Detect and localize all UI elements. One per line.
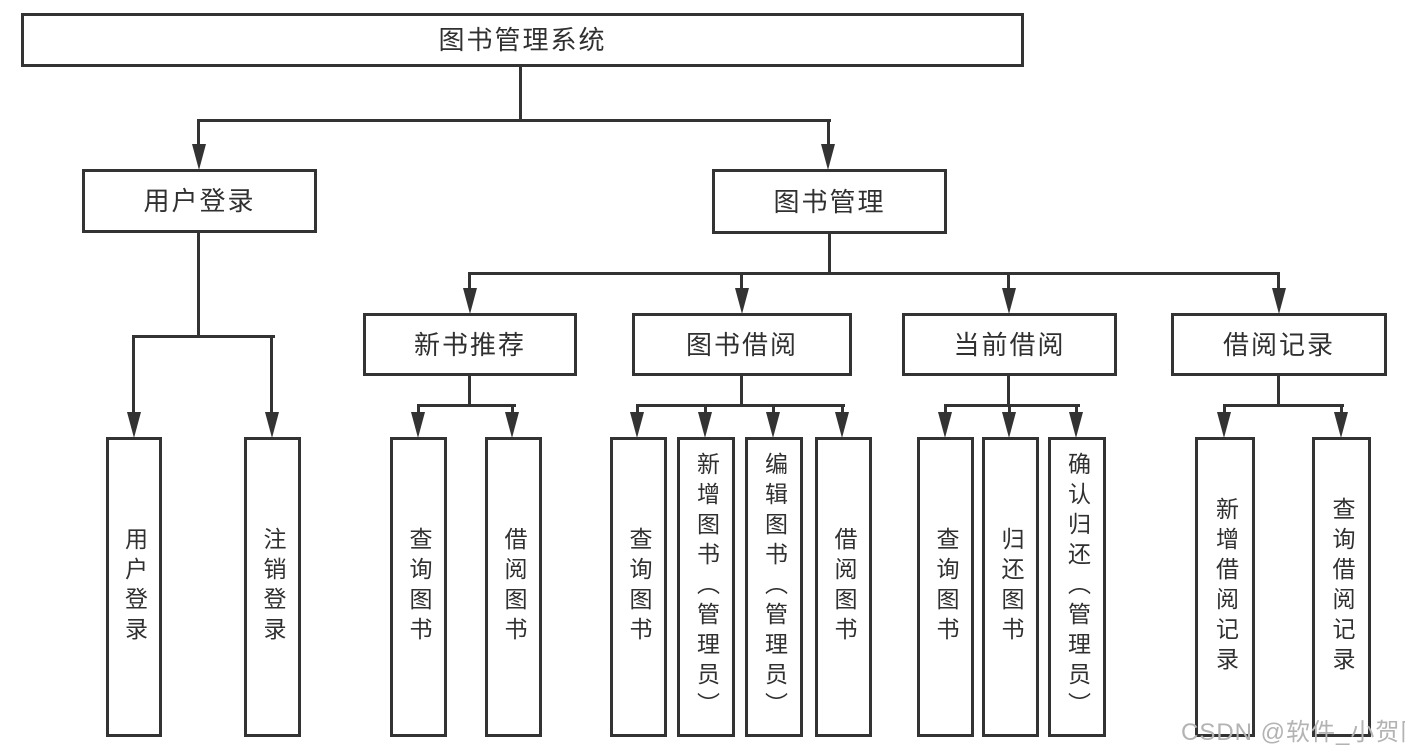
arrowhead-icon-to-current-borrow	[1002, 288, 1016, 314]
arrow-shaft-to-book-management	[827, 119, 830, 146]
arrowhead-icon-to-user-login	[192, 144, 206, 170]
leaf-add-borrow-record: 新增借阅记录	[1195, 437, 1255, 737]
arrowhead-icon-to-leaf-borrow-books	[835, 412, 849, 438]
arrowhead-icon-to-leaf-confirm-return-admin	[1069, 412, 1083, 438]
connector-borrowrecord-stem	[1277, 375, 1280, 406]
leaf-query-books-recommend-label: 查询图书	[406, 527, 432, 647]
connector-rail-userlogin	[132, 335, 275, 338]
leaf-edit-books-admin-label: 编辑图书（管理员）	[761, 452, 788, 722]
leaf-add-books-admin-label: 新增图书（管理员）	[693, 452, 720, 722]
leaf-return-books: 归还图书	[982, 437, 1039, 737]
connector-bookmgmt-stem	[828, 233, 831, 274]
arrow-shaft-to-leaf-logout	[270, 335, 273, 415]
leaf-query-books-current: 查询图书	[917, 437, 974, 737]
arrowhead-icon-to-leaf-query-books-current	[938, 412, 952, 438]
arrowhead-icon-to-leaf-return-books	[1002, 412, 1016, 438]
arrowhead-icon-to-leaf-query-books-recommend	[411, 412, 425, 438]
leaf-borrow-books: 借阅图书	[815, 437, 872, 737]
arrow-shaft-to-leaf-add-books-admin	[704, 404, 707, 415]
node-book-borrow: 图书借阅	[632, 313, 852, 376]
node-borrow-record: 借阅记录	[1171, 313, 1387, 376]
leaf-logout: 注销登录	[244, 437, 301, 737]
connector-rail-newbook	[417, 404, 516, 407]
arrow-shaft-to-leaf-edit-books-admin	[772, 404, 775, 415]
arrowhead-icon-to-leaf-edit-books-admin	[766, 412, 780, 438]
arrow-shaft-to-leaf-user-login	[132, 335, 135, 415]
arrow-shaft-to-leaf-query-books-recommend	[417, 404, 420, 415]
leaf-query-borrow-record: 查询借阅记录	[1312, 437, 1371, 737]
arrowhead-icon-to-leaf-borrow-books-recommend	[505, 412, 519, 438]
arrowhead-icon-to-leaf-logout	[265, 412, 279, 438]
node-user-login: 用户登录	[82, 169, 317, 233]
arrowhead-icon-to-leaf-add-borrow-record	[1217, 412, 1231, 438]
connector-bookborrow-stem	[740, 375, 743, 406]
connector-rail-level1	[197, 119, 831, 122]
leaf-query-books-borrow-label: 查询图书	[626, 527, 652, 647]
leaf-borrow-books-label: 借阅图书	[831, 527, 857, 647]
arrow-shaft-to-leaf-confirm-return-admin	[1075, 404, 1078, 415]
leaf-query-borrow-record-label: 查询借阅记录	[1329, 497, 1355, 677]
arrow-shaft-to-leaf-return-books	[1008, 404, 1011, 415]
arrow-shaft-to-leaf-query-books-current	[944, 404, 947, 415]
node-current-borrow: 当前借阅	[902, 313, 1117, 376]
connector-rail-bookborrow	[636, 404, 845, 407]
arrowhead-icon-to-leaf-add-books-admin	[698, 412, 712, 438]
leaf-borrow-books-recommend-label: 借阅图书	[501, 527, 527, 647]
arrow-shaft-to-leaf-add-borrow-record	[1223, 404, 1226, 415]
connector-rail-level2	[468, 272, 1280, 275]
watermark: CSDN @软件_小贺同学	[1181, 719, 1405, 746]
connector-newbook-stem	[468, 375, 471, 406]
arrowhead-icon-to-leaf-user-login	[127, 412, 141, 438]
arrow-shaft-to-leaf-query-borrow-record	[1340, 404, 1343, 415]
node-current-borrow-label: 当前借阅	[953, 329, 1066, 360]
leaf-user-login: 用户登录	[106, 437, 162, 737]
arrowhead-icon-to-book-borrow	[735, 288, 749, 314]
arrowhead-icon-to-leaf-query-books-borrow	[630, 412, 644, 438]
leaf-add-borrow-record-label: 新增借阅记录	[1212, 497, 1239, 677]
leaf-confirm-return-admin-label: 确认归还（管理员）	[1064, 452, 1091, 722]
leaf-return-books-label: 归还图书	[998, 527, 1024, 647]
arrowhead-icon-to-leaf-query-borrow-record	[1334, 412, 1348, 438]
leaf-query-books-recommend: 查询图书	[390, 437, 447, 737]
arrow-shaft-to-user-login	[197, 119, 200, 146]
connector-rail-currentborrow	[945, 404, 1080, 407]
arrow-shaft-to-new-book-recommend	[468, 272, 471, 290]
leaf-query-books-current-label: 查询图书	[933, 527, 959, 647]
leaf-user-login-label: 用户登录	[121, 527, 148, 647]
leaf-logout-label: 注销登录	[260, 527, 286, 647]
node-book-management-label: 图书管理	[773, 186, 886, 217]
arrowhead-icon-to-borrow-record	[1272, 288, 1286, 314]
node-root-label: 图书管理系统	[438, 25, 607, 55]
arrow-shaft-to-borrow-record	[1277, 272, 1280, 290]
leaf-confirm-return-admin: 确认归还（管理员）	[1048, 437, 1106, 737]
connector-root-stem	[519, 65, 522, 121]
arrow-shaft-to-book-borrow	[740, 272, 743, 290]
arrow-shaft-to-leaf-borrow-books-recommend	[511, 404, 514, 415]
node-new-book-recommend: 新书推荐	[363, 313, 577, 376]
leaf-query-books-borrow: 查询图书	[610, 437, 667, 737]
leaf-edit-books-admin: 编辑图书（管理员）	[745, 437, 803, 737]
leaf-borrow-books-recommend: 借阅图书	[485, 437, 542, 737]
connector-currentborrow-stem	[1007, 375, 1010, 406]
node-book-borrow-label: 图书借阅	[685, 329, 798, 360]
node-root: 图书管理系统	[21, 13, 1024, 67]
connector-rail-borrowrecord	[1223, 404, 1344, 407]
connector-userlogin-stem	[197, 232, 200, 337]
arrowhead-icon-to-new-book-recommend	[463, 288, 477, 314]
node-new-book-recommend-label: 新书推荐	[413, 329, 526, 360]
node-borrow-record-label: 借阅记录	[1222, 329, 1335, 360]
node-user-login-label: 用户登录	[143, 186, 256, 216]
arrow-shaft-to-current-borrow	[1007, 272, 1010, 290]
arrowhead-icon-to-book-management	[821, 144, 835, 170]
node-book-management: 图书管理	[712, 169, 947, 234]
arrow-shaft-to-leaf-borrow-books	[841, 404, 844, 415]
arrow-shaft-to-leaf-query-books-borrow	[636, 404, 639, 415]
leaf-add-books-admin: 新增图书（管理员）	[677, 437, 735, 737]
